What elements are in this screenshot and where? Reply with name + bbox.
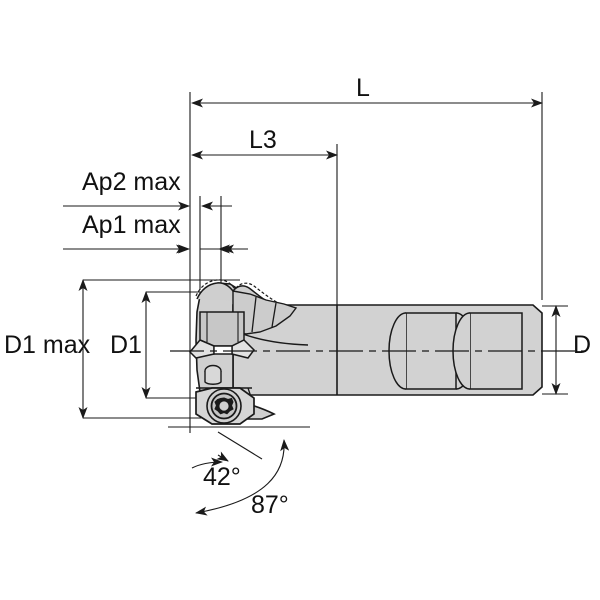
dimension-label-D1-max: D1 max — [4, 331, 91, 359]
extension-lines — [83, 92, 568, 433]
dimension-label-Ap1-max: Ap1 max — [82, 211, 181, 239]
dimension-label-L: L — [356, 74, 370, 102]
indexable-insert-assembly — [195, 387, 255, 425]
dimension-label-D1: D1 — [110, 331, 142, 359]
dimension-label-Ap2-max: Ap2 max — [82, 168, 181, 196]
cutter-head — [188, 279, 309, 420]
dimension-label-L3: L3 — [249, 126, 277, 154]
angle-label-87: 87° — [251, 491, 289, 519]
angle-label-42: 42° — [203, 463, 241, 491]
angle-87-arc — [195, 439, 290, 516]
dimension-label-D: D — [573, 331, 592, 359]
